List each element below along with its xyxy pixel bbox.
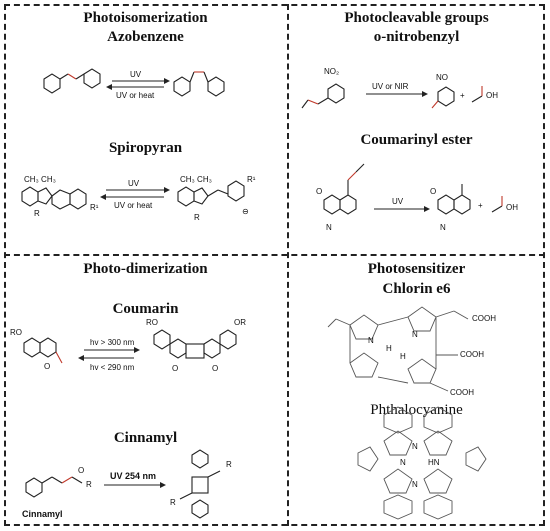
quadrant-photocleavable: Photocleavable groups o-nitrobenzyl Coum…	[288, 4, 545, 254]
coumarinyl-arrow-label: UV	[392, 197, 404, 206]
quadrant-title: Photoisomerization	[83, 10, 208, 26]
outer-frame	[4, 4, 545, 526]
svg-text:R: R	[226, 460, 232, 469]
svg-text:OH: OH	[486, 91, 498, 100]
photoisomerization-diagram: UV UV or heat CH₃ CH₃ R R¹ UV UV	[21, 68, 256, 222]
svg-text:RO: RO	[146, 318, 158, 327]
svg-text:N: N	[412, 480, 418, 489]
trans-azobenzene-structure	[43, 68, 101, 94]
svg-text:O: O	[212, 364, 218, 373]
svg-text:R: R	[86, 480, 92, 489]
svg-text:NO₂: NO₂	[324, 67, 339, 76]
azo-arrow-top-label: UV	[130, 70, 142, 79]
svg-text:R: R	[194, 213, 200, 222]
svg-text:O: O	[316, 187, 322, 196]
onitrobenzyl-label: o-nitrobenzyl	[373, 29, 460, 45]
spiropyran-label: Spiropyran	[108, 140, 183, 156]
svg-text:R: R	[170, 498, 176, 507]
phthalocyanine-label: Phthalocyanine	[370, 402, 463, 418]
chlorin-label: Chlorin e6	[382, 281, 451, 297]
coumarinyl-arrow: UV	[374, 197, 430, 212]
svg-text:R¹: R¹	[90, 203, 99, 212]
quadrant-title: Photosensitizer	[367, 261, 466, 277]
cinnamyl-label: Cinnamyl	[113, 430, 178, 446]
svg-text:O: O	[78, 466, 84, 475]
svg-text:O: O	[430, 187, 436, 196]
svg-text:COOH: COOH	[472, 314, 496, 323]
svg-text:N: N	[326, 223, 332, 232]
cinnamyl-monomer: O R Cinnamyl	[22, 466, 92, 519]
quadrant-photosensitizer: Photosensitizer Chlorin e6 Phthalocyanin…	[288, 255, 545, 526]
svg-text:⊖: ⊖	[242, 207, 249, 216]
svg-text:O: O	[172, 364, 178, 373]
chlorin-e6-structure: COOH COOH COOH N N H H	[327, 306, 496, 397]
photosensitizer-diagram: COOH COOH COOH N N H H N HN N N	[327, 306, 496, 520]
horizontal-divider	[4, 254, 545, 256]
svg-text:R: R	[34, 209, 40, 218]
svg-text:RO: RO	[10, 328, 22, 337]
onitrobenzyl-arrow: UV or NIR	[366, 82, 428, 97]
svg-text:CH₃ CH₃: CH₃ CH₃	[180, 175, 212, 184]
cinnamyl-dimer: R R	[170, 449, 232, 519]
spiro-arrow-bottom-label: UV or heat	[114, 201, 153, 210]
vertical-divider	[287, 4, 289, 526]
azobenzene-equilibrium-arrows: UV UV or heat	[106, 70, 170, 100]
svg-text:H: H	[386, 344, 392, 353]
quadrant-title: Photocleavable groups	[344, 10, 489, 26]
svg-text:CH₃ CH₃: CH₃ CH₃	[24, 175, 56, 184]
azo-arrow-bottom-label: UV or heat	[116, 91, 155, 100]
photocleavable-diagram: NO₂ UV or NIR NO + OH O N	[301, 67, 518, 232]
coumarinyl-reactant: O N	[316, 163, 365, 232]
svg-text:OH: OH	[506, 203, 518, 212]
coumarin-dimer: RO OR O O	[146, 318, 246, 373]
svg-text:NO: NO	[436, 73, 448, 82]
svg-text:N: N	[368, 336, 374, 345]
svg-text:OR: OR	[234, 318, 246, 327]
quadrant-title: Photo-dimerization	[83, 261, 208, 277]
cinnamyl-molecule-caption: Cinnamyl	[22, 509, 63, 519]
svg-text:H: H	[400, 352, 406, 361]
coumarin-arrows: hv > 300 nm hv < 290 nm	[78, 338, 140, 372]
coumarin-arrow-bottom-label: hv < 290 nm	[90, 363, 135, 372]
spiropyran-closed-structure: CH₃ CH₃ R R¹	[21, 175, 99, 218]
cinnamyl-arrow: UV 254 nm	[104, 471, 166, 488]
svg-text:N: N	[412, 330, 418, 339]
quadrant-photodimerization: Photo-dimerization Coumarin Cinnamyl RO …	[4, 255, 287, 526]
onitro-arrow-label: UV or NIR	[372, 82, 409, 91]
merocyanine-open-structure: CH₃ CH₃ R R¹ ⊖	[177, 175, 256, 222]
svg-text:O: O	[44, 362, 50, 371]
cis-azobenzene-structure	[173, 71, 225, 97]
svg-text:HN: HN	[428, 458, 440, 467]
coumarin-label: Coumarin	[112, 301, 179, 317]
spiropyran-equilibrium-arrows: UV UV or heat	[100, 179, 170, 210]
coumarinyl-products: O N + OH	[430, 184, 518, 232]
onitrobenzyl-reactant: NO₂	[301, 67, 345, 109]
onitrobenzyl-products: NO + OH	[431, 73, 498, 109]
svg-text:N: N	[412, 442, 418, 451]
coumarin-arrow-top-label: hv > 300 nm	[90, 338, 135, 347]
svg-text:COOH: COOH	[460, 350, 484, 359]
coumarinyl-label: Coumarinyl ester	[360, 132, 473, 148]
photodimerization-diagram: RO O hv > 300 nm hv < 290 nm RO OR O O	[10, 318, 246, 519]
cinnamyl-arrow-label: UV 254 nm	[110, 471, 156, 481]
svg-text:+: +	[478, 201, 483, 210]
coumarin-monomer: RO O	[10, 328, 63, 371]
svg-text:COOH: COOH	[450, 388, 474, 397]
svg-text:R¹: R¹	[247, 175, 256, 184]
phthalocyanine-structure: N HN N N	[357, 406, 487, 520]
svg-text:N: N	[440, 223, 446, 232]
svg-text:+: +	[460, 91, 465, 100]
quadrant-photoisomerization: Photoisomerization Azobenzene Spiropyran…	[4, 4, 287, 254]
svg-text:N: N	[400, 458, 406, 467]
spiro-arrow-top-label: UV	[128, 179, 140, 188]
azobenzene-label: Azobenzene	[107, 29, 184, 45]
